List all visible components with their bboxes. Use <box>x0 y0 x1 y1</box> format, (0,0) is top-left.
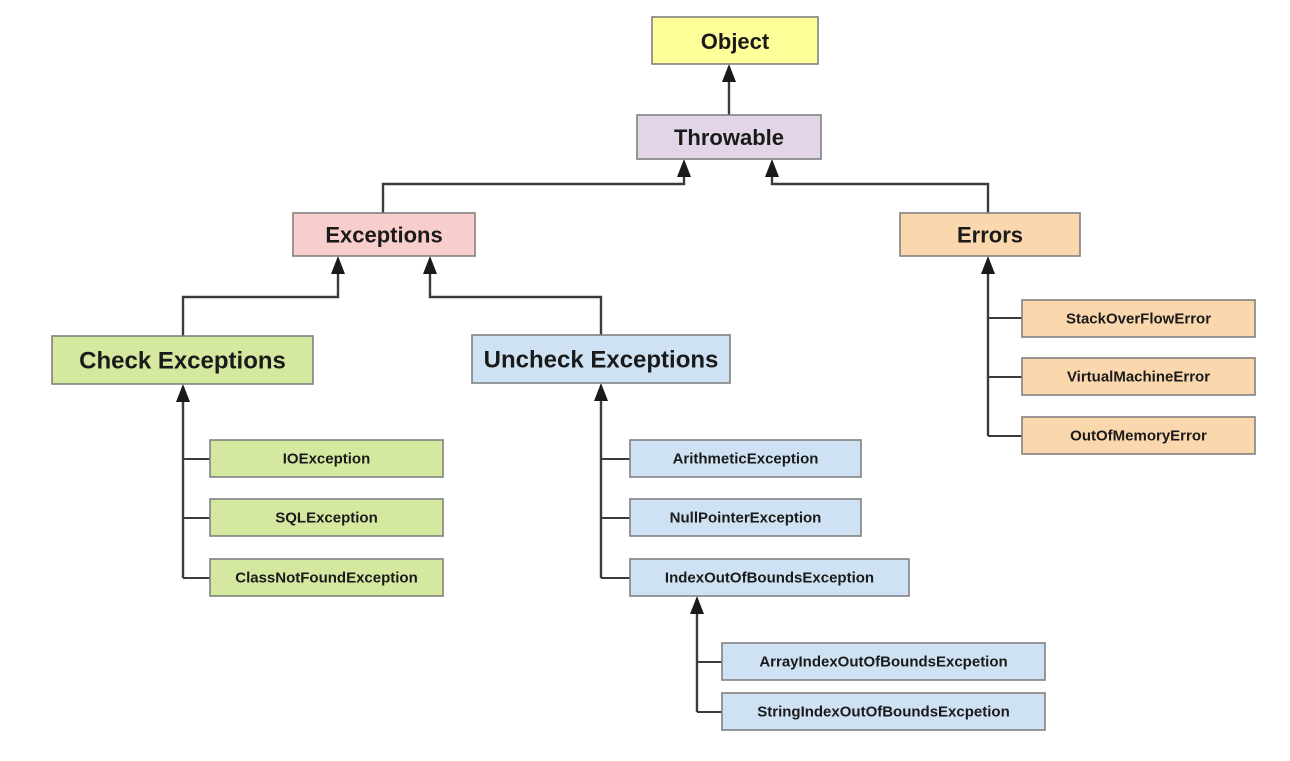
node-object[interactable]: Object <box>651 16 819 65</box>
node-stack-over-flow-error[interactable]: StackOverFlowError <box>1021 299 1256 338</box>
edge-check-exceptions-to-exceptions <box>181 256 345 336</box>
connectors-layer <box>176 64 1022 713</box>
node-class-not-found-exception[interactable]: ClassNotFoundException <box>209 558 444 597</box>
node-check-exceptions-box[interactable] <box>51 335 314 385</box>
node-class-not-found-exception-label: ClassNotFoundException <box>235 570 418 587</box>
node-string-index-out-of-bounds-excpetion[interactable]: StringIndexOutOfBoundsExcpetion <box>721 692 1046 731</box>
edge-throwable-to-object <box>722 64 736 115</box>
node-io-exception[interactable]: IOException <box>209 439 444 478</box>
node-arithmetic-exception[interactable]: ArithmeticException <box>629 439 862 478</box>
edge-check-exceptions-children-trunk <box>176 384 210 579</box>
node-class-not-found-exception-box[interactable] <box>209 558 444 597</box>
node-out-of-memory-error[interactable]: OutOfMemoryError <box>1021 416 1256 455</box>
node-virtual-machine-error[interactable]: VirtualMachineError <box>1021 357 1256 396</box>
node-stack-over-flow-error-label: StackOverFlowError <box>1066 311 1211 328</box>
node-exceptions[interactable]: Exceptions <box>292 212 476 257</box>
node-sql-exception[interactable]: SQLException <box>209 498 444 537</box>
node-object-label: Object <box>701 29 770 54</box>
node-exceptions-label: Exceptions <box>325 223 442 248</box>
node-errors[interactable]: Errors <box>899 212 1081 257</box>
node-arithmetic-exception-box[interactable] <box>629 439 862 478</box>
node-uncheck-exceptions-label: Uncheck Exceptions <box>484 347 719 374</box>
node-index-out-of-bounds-exception-label: IndexOutOfBoundsException <box>665 570 874 587</box>
node-string-index-out-of-bounds-excpetion-box[interactable] <box>721 692 1046 731</box>
node-out-of-memory-error-label: OutOfMemoryError <box>1070 428 1207 445</box>
node-uncheck-exceptions[interactable]: Uncheck Exceptions <box>471 334 731 384</box>
node-null-pointer-exception[interactable]: NullPointerException <box>629 498 862 537</box>
node-errors-label: Errors <box>957 223 1023 248</box>
node-null-pointer-exception-label: NullPointerException <box>670 510 822 527</box>
node-arithmetic-exception-label: ArithmeticException <box>673 451 819 468</box>
node-sql-exception-label: SQLException <box>275 510 378 527</box>
node-null-pointer-exception-box[interactable] <box>629 498 862 537</box>
node-string-index-out-of-bounds-excpetion-label: StringIndexOutOfBoundsExcpetion <box>757 704 1010 721</box>
node-out-of-memory-error-box[interactable] <box>1021 416 1256 455</box>
node-throwable[interactable]: Throwable <box>636 114 822 160</box>
edge-errors-to-throwable <box>765 159 990 213</box>
node-array-index-out-of-bounds-excpetion[interactable]: ArrayIndexOutOfBoundsExcpetion <box>721 642 1046 681</box>
node-array-index-out-of-bounds-excpetion-label: ArrayIndexOutOfBoundsExcpetion <box>759 654 1007 671</box>
node-io-exception-box[interactable] <box>209 439 444 478</box>
node-io-exception-label: IOException <box>283 451 371 468</box>
node-index-out-of-bounds-exception[interactable]: IndexOutOfBoundsException <box>629 558 910 597</box>
edge-uncheck-exceptions-children-trunk <box>594 383 630 579</box>
edge-errors-children-trunk <box>981 256 1022 437</box>
edge-exceptions-to-throwable <box>381 159 691 213</box>
edge-uncheck-exceptions-to-exceptions <box>423 256 603 335</box>
node-object-box[interactable] <box>651 16 819 65</box>
node-stack-over-flow-error-box[interactable] <box>1021 299 1256 338</box>
nodes-layer: Object Throwable Exceptions Errors Check… <box>51 16 1256 731</box>
node-virtual-machine-error-label: VirtualMachineError <box>1067 369 1210 386</box>
node-check-exceptions[interactable]: Check Exceptions <box>51 335 314 385</box>
node-exceptions-box[interactable] <box>292 212 476 257</box>
edge-index-out-of-bounds-children-trunk <box>690 596 722 713</box>
node-sql-exception-box[interactable] <box>209 498 444 537</box>
node-errors-box[interactable] <box>899 212 1081 257</box>
node-virtual-machine-error-box[interactable] <box>1021 357 1256 396</box>
node-check-exceptions-label: Check Exceptions <box>79 348 286 375</box>
node-index-out-of-bounds-exception-box[interactable] <box>629 558 910 597</box>
node-uncheck-exceptions-box[interactable] <box>471 334 731 384</box>
node-throwable-label: Throwable <box>674 125 784 150</box>
node-array-index-out-of-bounds-excpetion-box[interactable] <box>721 642 1046 681</box>
node-throwable-box[interactable] <box>636 114 822 160</box>
